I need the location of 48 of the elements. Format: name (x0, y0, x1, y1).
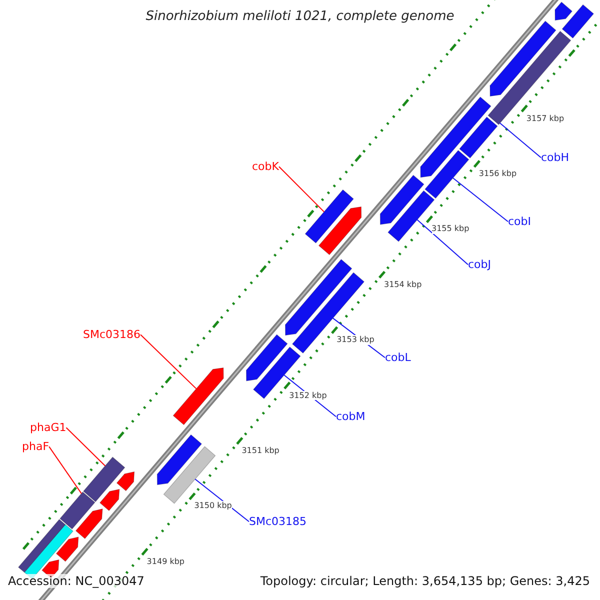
gene-label: cobL (385, 351, 411, 364)
gene-label: cobI (508, 215, 532, 228)
leader-line (416, 219, 468, 266)
scale-label: 3150 kbp (194, 501, 232, 511)
scale-label: 3154 kbp (384, 280, 422, 290)
gene-feature (156, 434, 202, 486)
gene-label: SMc03185 (249, 515, 307, 528)
gene-label: phaG1 (30, 421, 66, 434)
leader-line (48, 446, 82, 494)
gene-label: cobM (336, 410, 366, 424)
scale-label: 3151 kbp (242, 446, 280, 456)
leader-line (500, 122, 542, 158)
topology-text: Topology: circular; Length: 3,654,135 bp; Genes: 3,425 (260, 574, 590, 588)
gene-feature (99, 488, 120, 512)
gene-bar (18, 518, 66, 573)
gene-bar (488, 30, 572, 126)
gene-bar (82, 456, 126, 502)
gene-feature (285, 258, 352, 336)
gene-feature (246, 334, 288, 382)
gene-label: SMc03186 (83, 328, 141, 342)
title: Sinorhizobium meliloti 1021, complete genome (144, 9, 456, 25)
gene-label: phaF (22, 440, 50, 454)
scale-label: 3157 kbp (526, 114, 564, 124)
gene-label: cobJ (468, 258, 492, 272)
gene-feature (75, 508, 103, 540)
leader-line (140, 334, 197, 390)
gene-feature (318, 206, 362, 256)
scale-label: 3155 kbp (432, 224, 470, 234)
gene-bar (60, 492, 96, 530)
scale-label: 3149 kbp (146, 556, 184, 566)
gene-feature (554, 2, 573, 21)
gene-bar (304, 189, 354, 244)
gene-feature (116, 471, 135, 492)
scale-label: 3152 kbp (289, 390, 327, 400)
gene-bar (163, 446, 216, 504)
gene-feature (380, 174, 424, 225)
leader-line (278, 166, 325, 212)
gene-feature (490, 20, 556, 97)
leader-line (66, 427, 106, 466)
scale-label: 3156 kbp (478, 168, 517, 178)
gene-feature (172, 367, 224, 426)
gene-label: cobK (252, 160, 279, 174)
accession-text: Accession: NC_003047 (8, 574, 144, 588)
gene-bar (459, 116, 498, 158)
gene-feature (56, 536, 79, 562)
gene-label: cobH (541, 151, 570, 164)
scale-label: 3153 kbp (336, 335, 374, 345)
gene-bar (424, 150, 470, 199)
